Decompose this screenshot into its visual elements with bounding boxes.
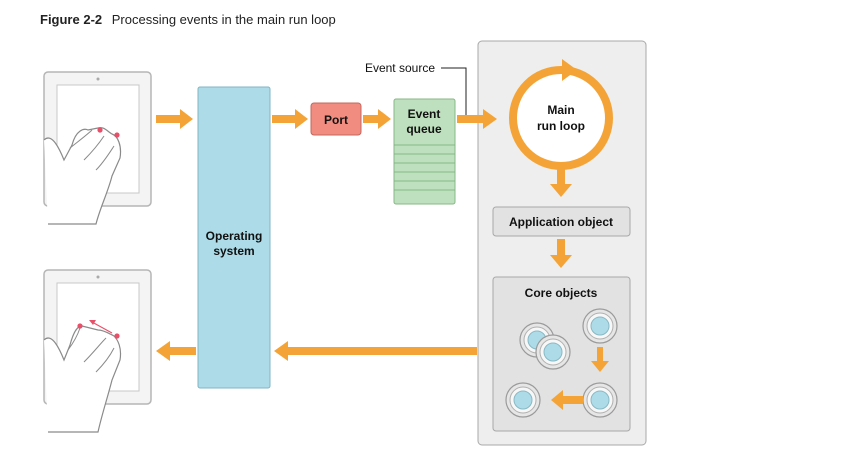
core-object-icon (505, 382, 541, 418)
figure-caption: Figure 2-2 Processing events in the main… (40, 12, 336, 27)
arrow-os-to-tablet (156, 341, 196, 361)
event-queue-label-2: queue (406, 122, 442, 136)
core-object-icon (582, 308, 618, 344)
main-run-loop-label-2: run loop (537, 119, 585, 133)
arrow-core-left (551, 390, 583, 410)
arrow-port-to-queue (363, 109, 391, 129)
figure-title: Processing events in the main run loop (111, 12, 336, 27)
application-object-label: Application object (509, 215, 613, 229)
operating-system-label-1: Operating (206, 229, 263, 243)
arrow-queue-to-runloop (457, 109, 497, 129)
operating-system-box (197, 86, 271, 389)
flow-arrows (156, 109, 609, 410)
operating-system-label-2: system (213, 244, 254, 258)
main-run-loop (509, 59, 613, 170)
arrow-app-to-os (274, 341, 477, 361)
port-box (310, 102, 362, 136)
core-objects-label: Core objects (525, 286, 598, 300)
tablet-touch-icon-top (43, 71, 152, 225)
main-run-loop-label-1: Main (547, 103, 574, 117)
figure-number: Figure 2-2 (40, 12, 103, 27)
core-object-icon (582, 382, 618, 418)
application-object-box (492, 206, 631, 237)
event-queue-label-1: Event (408, 107, 441, 121)
core-object-icon (535, 334, 571, 370)
port-label: Port (324, 113, 348, 127)
tablet-touch-icon-bottom (43, 269, 152, 433)
arrow-tablet-to-os (156, 109, 193, 129)
arrow-appobject-to-core (550, 239, 572, 268)
arrow-runloop-to-appobject (550, 167, 572, 197)
arrow-core-down (591, 347, 609, 372)
event-queue (393, 98, 456, 205)
arrow-os-to-port (272, 109, 308, 129)
event-source-label: Event source (365, 61, 435, 75)
event-source-leader (441, 67, 467, 118)
